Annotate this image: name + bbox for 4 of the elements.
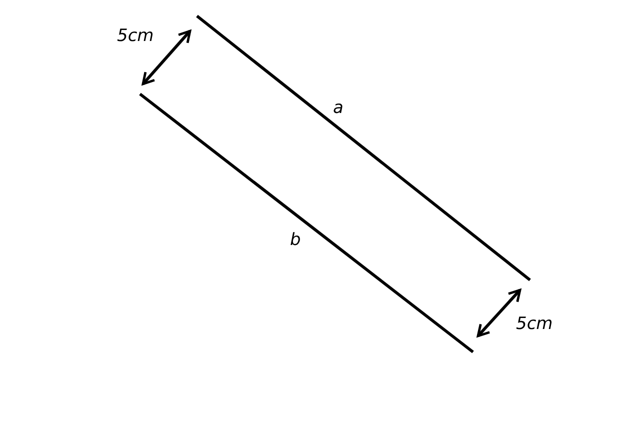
line-label: a xyxy=(333,100,344,117)
dimension-label: 5cm xyxy=(117,28,154,45)
dimension-label: 5cm xyxy=(516,316,553,333)
line-label: b xyxy=(290,232,301,249)
